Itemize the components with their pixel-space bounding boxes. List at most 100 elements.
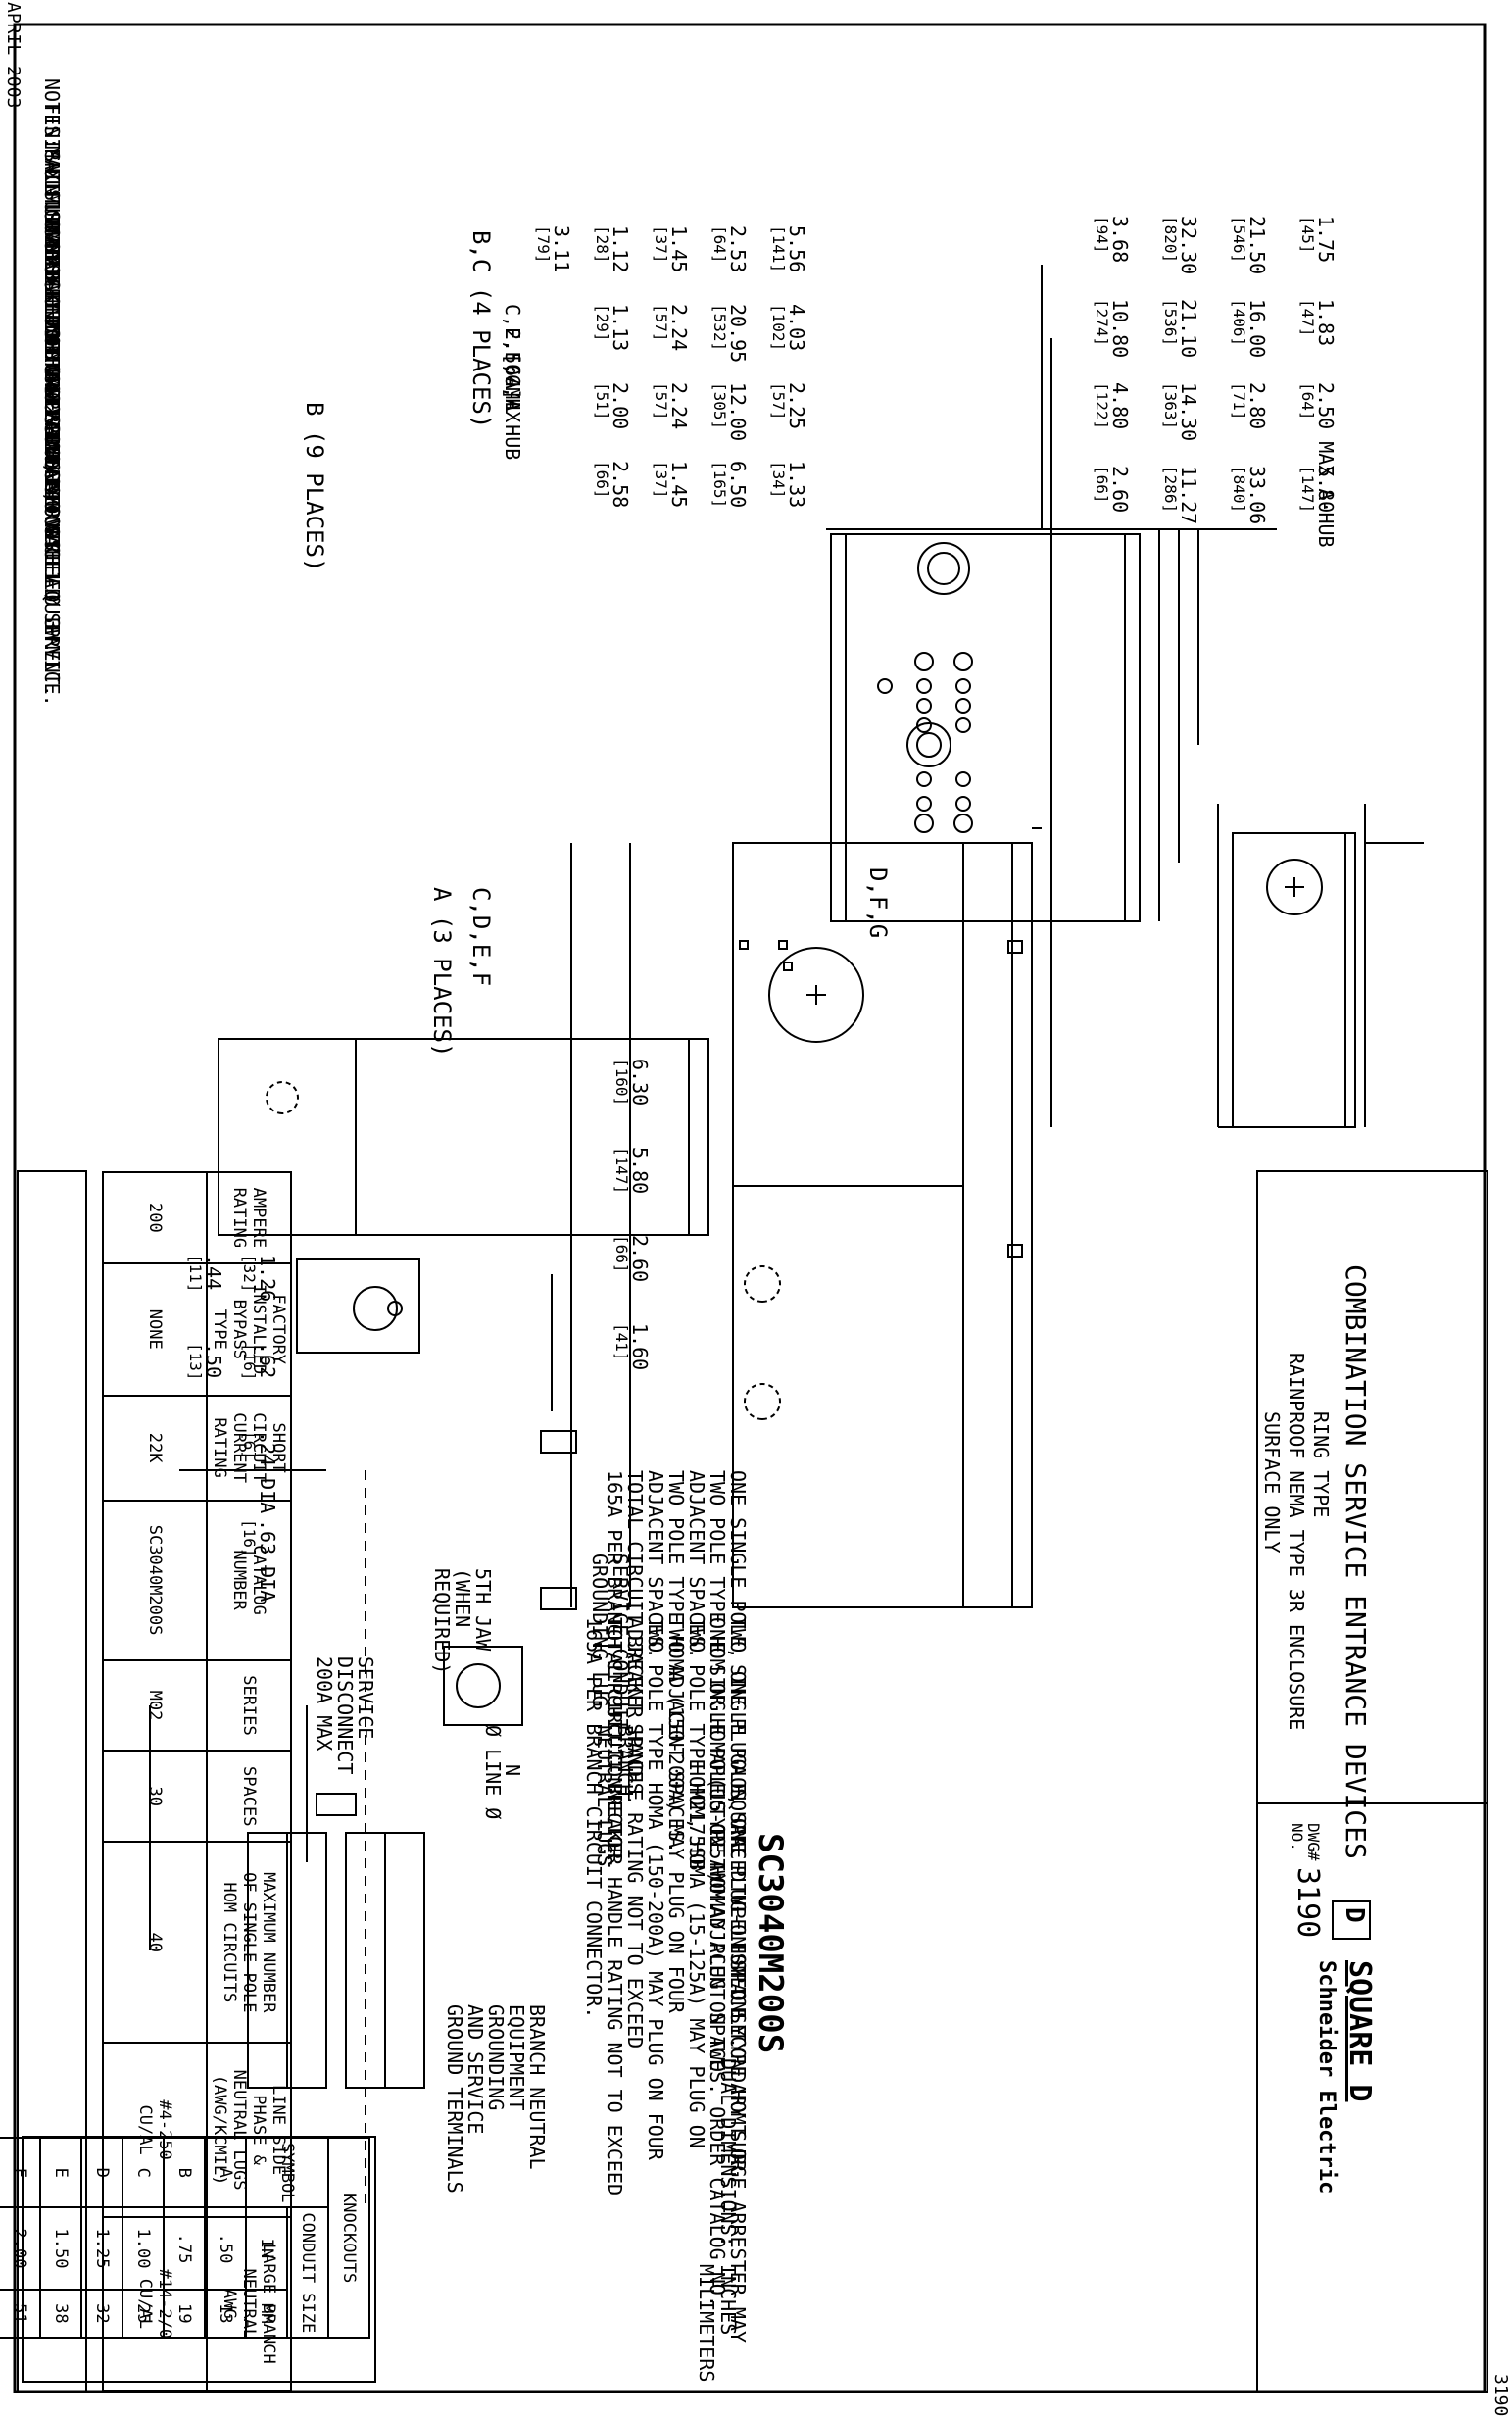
ratings-value: #14-2/0 CU/AL (103, 2216, 207, 2391)
dimension-value: 4.03 (785, 304, 808, 352)
dimension: 2.53[64] (710, 225, 750, 273)
dimension-value: 2.60 (1108, 466, 1132, 514)
dimension-metric: [66] (593, 461, 611, 499)
label-branch-equipment: BRANCH NEUTRAL EQUIPMENT GROUNDING AND S… (443, 2004, 549, 2194)
dimension-metric: [147] (612, 1147, 631, 1195)
ratings-value: 200 (103, 1172, 207, 1263)
title-block-sub2: RAINPROOF NEMA TYPE 3R ENCLOSURE (1285, 1353, 1308, 1731)
dimension-metric: [71] (1230, 382, 1248, 420)
dimension-value: 10.80 (1108, 299, 1132, 359)
dimension-value: 1.12 (609, 225, 632, 273)
dimension-metric: [66] (1093, 466, 1111, 504)
dimension-value: 5.80 (1314, 466, 1338, 514)
ratings-value: NONE (103, 1262, 207, 1396)
dimension-value: 1.60 (628, 1323, 652, 1371)
dimension-metric: [57] (652, 382, 670, 420)
dimension: 2.25[57] (769, 382, 808, 429)
dimension: 1.12[28] (593, 225, 632, 273)
dimension-value: 6.30 (628, 1059, 652, 1107)
ratings-header: SHORT CIRCUIT CURRENT RATING (207, 1395, 291, 1501)
ratings-header: LARGE BRANCH NEUTRAL AWG (207, 2216, 291, 2391)
dimension-metric: [165] (710, 461, 729, 509)
title-block-sub1: RING TYPE (1309, 1411, 1333, 1518)
ratings-value: 40 (103, 1842, 207, 2044)
dimension-value: 5.80 (628, 1147, 652, 1195)
dimension: 20.95[532] (710, 304, 750, 363)
dimension: 1.45[37] (652, 225, 691, 273)
dimension: 2.58[66] (593, 461, 632, 508)
dimension-metric: [66] (612, 1235, 631, 1273)
dimension-value: 11.27 (1177, 466, 1200, 525)
ratings-value: #4-250 CU/AL (103, 2043, 207, 2217)
dimension-metric: [160] (612, 1059, 631, 1107)
dimension: 5.56[141] (769, 225, 808, 273)
dimension: 14.30[363] (1161, 382, 1200, 441)
dimension-metric: [363] (1161, 382, 1180, 430)
dimension: 4.80[122] (1093, 382, 1132, 430)
callout-dfg: D,F,G (864, 867, 892, 939)
title-block-title: COMBINATION SERVICE ENTRANCE DEVICES (1340, 1264, 1372, 1859)
dimension-metric: [141] (769, 225, 788, 273)
dimension: 1.45[37] (652, 461, 691, 509)
dimension-value: 12.00 (726, 382, 750, 442)
millimeters-label: MILIMETERS (695, 2264, 718, 2383)
dimension-value: 1.45 (667, 461, 691, 509)
ratings-header: CATALOG NUMBER (207, 1500, 291, 1660)
dimension: 2.24[57] (652, 304, 691, 352)
table-cell: E (40, 2138, 81, 2208)
callout-a3: A (3 PLACES) (428, 887, 456, 1058)
dimension-value: 5.56 (785, 225, 808, 273)
dimension-value: 32.30 (1177, 216, 1200, 275)
label-line: Ø LINE Ø (481, 1725, 505, 1820)
dimension-metric: [57] (769, 382, 788, 420)
callout-cdef: C,D,E,F (467, 887, 495, 987)
legend-arrester: A SQUARE D UL LISTED SECONDARY SURGE ARR… (685, 1764, 750, 2344)
dimension-metric: [147] (1298, 466, 1317, 514)
dimension: 1.60[41] (612, 1323, 652, 1371)
dimension-value: 2.00 (609, 382, 632, 430)
dimension: 10.80[274] (1093, 299, 1132, 359)
dimension-metric: [94] (1093, 216, 1111, 254)
ratings-header: FACTORY INSTALLED BYPASS TYPE (207, 1262, 291, 1396)
dimension-value: 4.80 (1108, 382, 1132, 430)
dimension: 2.60[66] (612, 1235, 652, 1282)
ratings-header: LINE SIDE PHASE & NEUTRAL LUGS (AWG/KCMI… (207, 2043, 291, 2217)
dual-dimensions-label: DUAL DIMENSIONS: (716, 2058, 740, 2247)
dimension: 3.68[94] (1093, 216, 1132, 263)
dimension-value: 1.83 (1314, 299, 1338, 347)
dimension-metric: [546] (1230, 216, 1248, 264)
logo-letter: D (1340, 1907, 1369, 1923)
dimension-metric: [51] (593, 382, 611, 420)
dimension-metric: [532] (710, 304, 729, 352)
dimension-value: 16.00 (1245, 299, 1269, 359)
brand-name: SQUARE D (1342, 1960, 1377, 2102)
dimension-metric: [29] (593, 304, 611, 342)
dimension-metric: [64] (710, 225, 729, 264)
dimension: 6.50[165] (710, 461, 750, 509)
ratings-value: 22K (103, 1395, 207, 1501)
dimension-metric: [305] (710, 382, 729, 430)
ratings-value: M02 (103, 1659, 207, 1752)
label-n: N (501, 1764, 524, 1777)
dimension-metric: [47] (1298, 299, 1317, 337)
dimension-metric: [57] (652, 304, 670, 342)
dimension: 2.00[51] (593, 382, 632, 430)
dimension-metric: [45] (1298, 216, 1317, 254)
table-cell: 1.50 (40, 2207, 81, 2290)
dwg-label: DWG# NO. (1288, 1823, 1323, 1861)
dimension-value: 2.53 (726, 225, 750, 273)
dimension: 5.80[147] (1298, 466, 1338, 514)
ratings-header: SPACES (207, 1751, 291, 1843)
dimension: 1.33[34] (769, 461, 808, 508)
dimension: 3.11[79] (534, 225, 573, 272)
dimension-value: 1.45 (667, 225, 691, 273)
dimension-metric: [536] (1161, 299, 1180, 347)
label-service-disconnect: SERVICE DISCONNECT 200A MAX (313, 1656, 377, 1775)
dimension-metric: [274] (1093, 299, 1111, 347)
dimension-value: 2.24 (667, 304, 691, 352)
